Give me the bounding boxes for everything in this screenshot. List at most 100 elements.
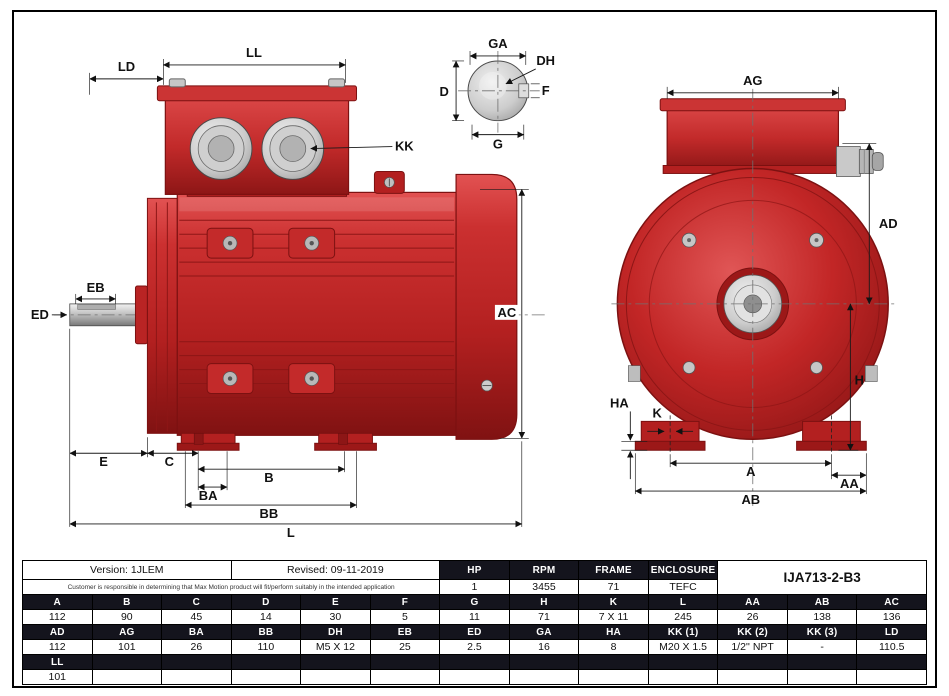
dim-header: KK (1) [647, 624, 719, 640]
mounting-boss [288, 227, 336, 259]
front-view-dimensions: AG AD H HA K A AA AB [610, 73, 898, 507]
dim-header: EB [369, 624, 441, 640]
empty-header-cell [91, 654, 163, 670]
dim-label-d: D [439, 84, 448, 99]
dim-header: L [647, 594, 719, 610]
empty-header-cell [439, 654, 510, 670]
dim-label-ac: AC [498, 305, 517, 320]
dim-header: BA [161, 624, 232, 640]
dim-header: LL [22, 654, 93, 670]
dim-header: GA [508, 624, 580, 640]
empty-cell [508, 669, 580, 685]
title-block-table: Version: 1JLEM Revised: 09-11-2019 HP RP… [21, 560, 927, 685]
empty-cell [647, 669, 719, 685]
empty-cell [786, 669, 858, 685]
empty-header-cell [161, 654, 232, 670]
side-view-dimensions: LD LL KK EB ED AC E C B BA BB L [31, 45, 529, 540]
front-endbell [146, 197, 178, 434]
dim-value: 71 [508, 609, 580, 625]
dim-label-ha: HA [610, 395, 629, 410]
dim-header: H [508, 594, 580, 610]
dim-value: 90 [91, 609, 163, 625]
disclaimer-cell: Customer is responsible in determining t… [21, 579, 441, 595]
cable-gland-right [261, 117, 325, 180]
frame-value: 71 [578, 579, 649, 595]
dim-header-row-3: LL [22, 654, 927, 670]
mounting-boss [206, 363, 254, 395]
dim-value-row-2: 112 101 26 110 M5 X 12 25 2.5 16 8 M20 X… [22, 639, 927, 655]
dim-label-bb: BB [260, 506, 279, 521]
terminal-box-lid [156, 85, 358, 102]
dim-header: KK (3) [786, 624, 858, 640]
part-number-cell: IJA713-2-B3 [717, 560, 927, 595]
empty-header-cell [230, 654, 302, 670]
dim-value: 30 [300, 609, 371, 625]
mounting-boss [206, 227, 254, 259]
lid-bolt [328, 78, 346, 88]
dim-header: AC [856, 594, 927, 610]
side-clip [865, 365, 878, 382]
empty-header-cell [647, 654, 719, 670]
dim-value: 8 [578, 639, 649, 655]
dim-label-f: F [542, 83, 550, 98]
dim-value: - [786, 639, 858, 655]
dim-label-ad: AD [879, 216, 898, 231]
dim-label-ab: AB [741, 492, 760, 507]
dim-header: E [300, 594, 371, 610]
dim-value: 136 [856, 609, 927, 625]
dim-header-row-1: A B C D E F G H K L AA AB AC [22, 594, 927, 610]
dim-header: AG [91, 624, 163, 640]
empty-cell [439, 669, 510, 685]
info-row: Version: 1JLEM Revised: 09-11-2019 HP RP… [22, 560, 927, 595]
empty-header-cell [786, 654, 858, 670]
dim-label-e: E [99, 454, 108, 469]
top-plug [373, 170, 405, 194]
empty-cell [91, 669, 163, 685]
dim-value: 26 [717, 609, 788, 625]
rpm-header: RPM [508, 560, 580, 580]
dim-header: KK (2) [717, 624, 788, 640]
hp-header: HP [439, 560, 510, 580]
dim-label-dh: DH [536, 53, 555, 68]
frame-header: FRAME [578, 560, 649, 580]
dim-value-row-3: 101 [22, 669, 927, 685]
empty-cell [161, 669, 232, 685]
dim-value: M5 X 12 [300, 639, 371, 655]
empty-cell [369, 669, 441, 685]
dim-header: BB [230, 624, 302, 640]
dim-value: 11 [439, 609, 510, 625]
dim-value: 101 [22, 669, 93, 685]
fan-cover [455, 173, 518, 440]
dim-header: ED [439, 624, 510, 640]
revised-cell: Revised: 09-11-2019 [230, 560, 441, 580]
hp-value: 1 [439, 579, 510, 595]
dim-value: 25 [369, 639, 441, 655]
shaft-end-detail-view: GA D G DH F [439, 36, 555, 152]
mounting-feet-side [176, 432, 377, 451]
label-mask [494, 304, 519, 320]
dim-label-a: A [746, 464, 755, 479]
dim-label-eb: EB [87, 280, 105, 295]
dim-label-aa: AA [840, 476, 859, 491]
empty-cell [717, 669, 788, 685]
dim-value: 26 [161, 639, 232, 655]
motor-side-view [53, 78, 545, 451]
dim-value: 101 [91, 639, 163, 655]
dim-header: HA [578, 624, 649, 640]
dim-value: 110 [230, 639, 302, 655]
dim-header-row-2: AD AG BA BB DH EB ED GA HA KK (1) KK (2)… [22, 624, 927, 640]
dim-label-h: H [855, 373, 864, 388]
foot-slot [193, 433, 204, 445]
dim-label-c: C [165, 454, 174, 469]
mounting-boss [288, 363, 336, 395]
dim-header: AA [717, 594, 788, 610]
foot-slot [338, 433, 348, 445]
endbell-bolts [681, 232, 824, 374]
dim-header: K [578, 594, 649, 610]
shaft-keyway [77, 304, 116, 310]
empty-cell [578, 669, 649, 685]
dim-header: B [91, 594, 163, 610]
dim-header: AD [22, 624, 93, 640]
terminal-box [156, 78, 358, 197]
dim-value: 14 [230, 609, 302, 625]
